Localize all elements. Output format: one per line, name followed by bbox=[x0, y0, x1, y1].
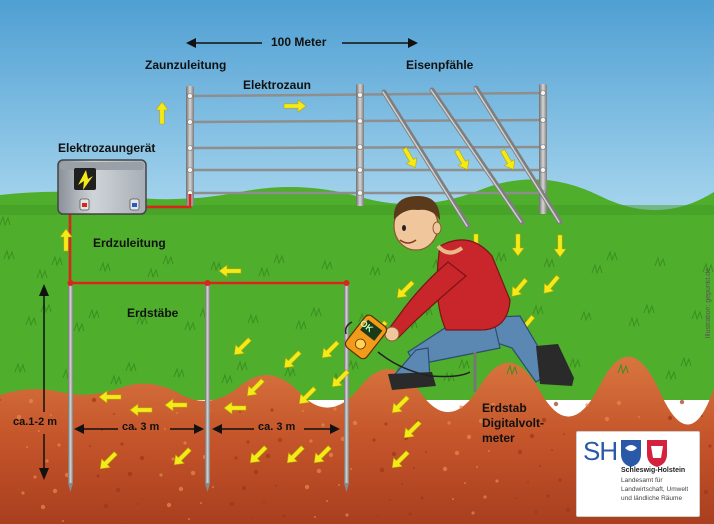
current-arrow bbox=[553, 234, 567, 258]
current-arrow bbox=[218, 264, 242, 278]
logo-name: Schleswig-Holstein bbox=[621, 467, 686, 474]
current-arrow bbox=[403, 420, 422, 439]
logo-line-3: und ländliche Räume bbox=[621, 495, 683, 502]
current-arrow bbox=[511, 277, 529, 297]
current-arrow bbox=[402, 146, 418, 168]
current-arrow bbox=[396, 280, 415, 299]
logo-line-1: Landesamt für bbox=[621, 477, 663, 484]
electric-fence-label: Elektrozaun bbox=[243, 78, 312, 92]
depth-dimension bbox=[39, 284, 49, 480]
current-arrow bbox=[173, 447, 192, 466]
soil bbox=[0, 356, 714, 524]
current-arrow bbox=[454, 148, 470, 170]
ground-rods-label: Erdstäbe bbox=[127, 306, 179, 320]
energizer-device bbox=[57, 159, 147, 215]
probe-label-3: meter bbox=[482, 431, 515, 445]
current-arrow bbox=[155, 101, 169, 125]
probe-label-1: Erdstab bbox=[482, 401, 527, 415]
ground-rods bbox=[67, 280, 350, 492]
current-arrow bbox=[313, 445, 332, 464]
spacing-label-1: ca. 3 m bbox=[122, 421, 160, 433]
current-arrow bbox=[99, 451, 118, 470]
sh-logo: SH Schleswig-Holstein Landesamt für Land… bbox=[576, 431, 700, 517]
current-arrow bbox=[249, 445, 268, 464]
current-arrow bbox=[286, 445, 305, 464]
distance-arrow bbox=[186, 38, 418, 48]
energizer-label: Elektrozaungerät bbox=[58, 141, 156, 155]
ground-line-label: Erdzuleitung bbox=[93, 236, 166, 250]
fence-posts bbox=[186, 84, 547, 214]
coat-of-arms-icon bbox=[621, 440, 667, 467]
current-arrow bbox=[511, 233, 525, 257]
current-arrow bbox=[233, 337, 252, 356]
iron-posts-label: Eisenpfähle bbox=[406, 58, 474, 72]
current-arrow bbox=[59, 228, 73, 252]
current-arrow bbox=[331, 369, 350, 388]
current-arrow bbox=[298, 386, 317, 405]
current-arrow bbox=[500, 148, 516, 170]
current-arrow bbox=[283, 350, 302, 369]
depth-label: ca.1-2 m bbox=[13, 416, 58, 428]
spacing-dimension bbox=[74, 424, 340, 434]
iron-posts bbox=[381, 85, 563, 229]
current-arrow bbox=[129, 403, 153, 417]
soil-texture bbox=[0, 397, 712, 522]
probe-label-2: Digitalvolt- bbox=[482, 416, 544, 430]
current-arrow bbox=[246, 378, 265, 397]
current-arrow bbox=[543, 274, 561, 294]
current-arrow bbox=[391, 450, 410, 469]
current-arrow bbox=[321, 340, 340, 359]
spacing-label-2: ca. 3 m bbox=[258, 421, 296, 433]
current-arrow bbox=[391, 395, 410, 414]
logo-line-2: Landwirtschaft, Umwelt bbox=[621, 486, 689, 493]
digital-voltmeter bbox=[344, 314, 477, 392]
distance-label: 100 Meter bbox=[271, 35, 327, 49]
technician bbox=[384, 196, 574, 390]
current-arrow bbox=[98, 390, 122, 404]
current-arrow bbox=[164, 398, 188, 412]
logo-letters: SH bbox=[583, 436, 618, 466]
illustration-credit: Illustration: gepunkt.de bbox=[705, 268, 712, 339]
supply-line-label: Zaunzuleitung bbox=[145, 58, 227, 72]
current-arrow bbox=[283, 99, 307, 113]
current-arrow bbox=[223, 401, 247, 415]
